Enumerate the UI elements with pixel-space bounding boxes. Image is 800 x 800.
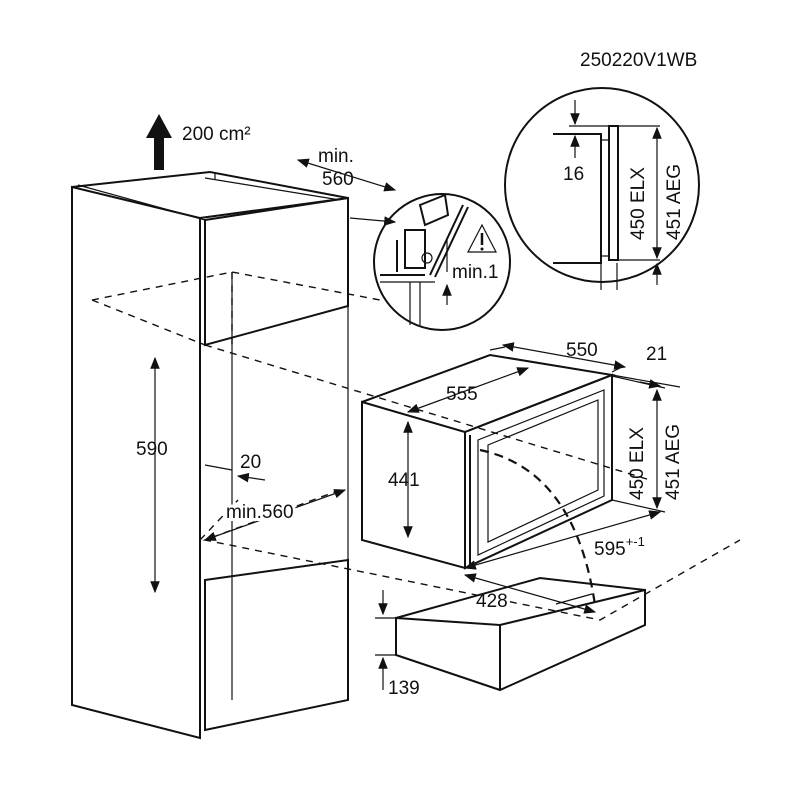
appliance-width: 595+-1 [594, 534, 645, 560]
warning-triangle-icon [467, 223, 497, 253]
appliance-width-tolerance: +-1 [626, 534, 645, 549]
rear-gap: 20 [240, 452, 261, 473]
appliance-width-value: 595 [594, 539, 626, 560]
detail-height-elx: 450 ELX [628, 167, 649, 240]
top-depth-prefix: min. [318, 146, 354, 167]
drawer-height: 139 [388, 678, 420, 699]
opening-height: 590 [136, 439, 168, 460]
top-depth-value: 560 [322, 169, 354, 190]
opening-depth: min.560 [226, 502, 294, 523]
detail-circle-height [504, 87, 700, 290]
arrow-up-icon [146, 114, 172, 170]
appliance-height: 441 [388, 470, 420, 491]
warming-drawer [395, 576, 646, 692]
ventilation-label: 200 cm² [182, 124, 251, 145]
detail-height-aeg: 451 AEG [664, 164, 685, 240]
appliance-height-aeg: 451 AEG [663, 424, 684, 500]
inner-width: 555 [446, 384, 478, 405]
front-offset: 21 [646, 344, 667, 365]
document-code: 250220V1WB [580, 50, 697, 71]
clearance-label: min.1 [452, 262, 498, 283]
detail-circle-clearance [349, 193, 511, 331]
appliance-height-elx: 450 ELX [627, 427, 648, 500]
top-gap-label: 16 [563, 164, 584, 185]
door-swing: 428 [476, 591, 508, 612]
appliance-depth: 550 [566, 340, 598, 361]
